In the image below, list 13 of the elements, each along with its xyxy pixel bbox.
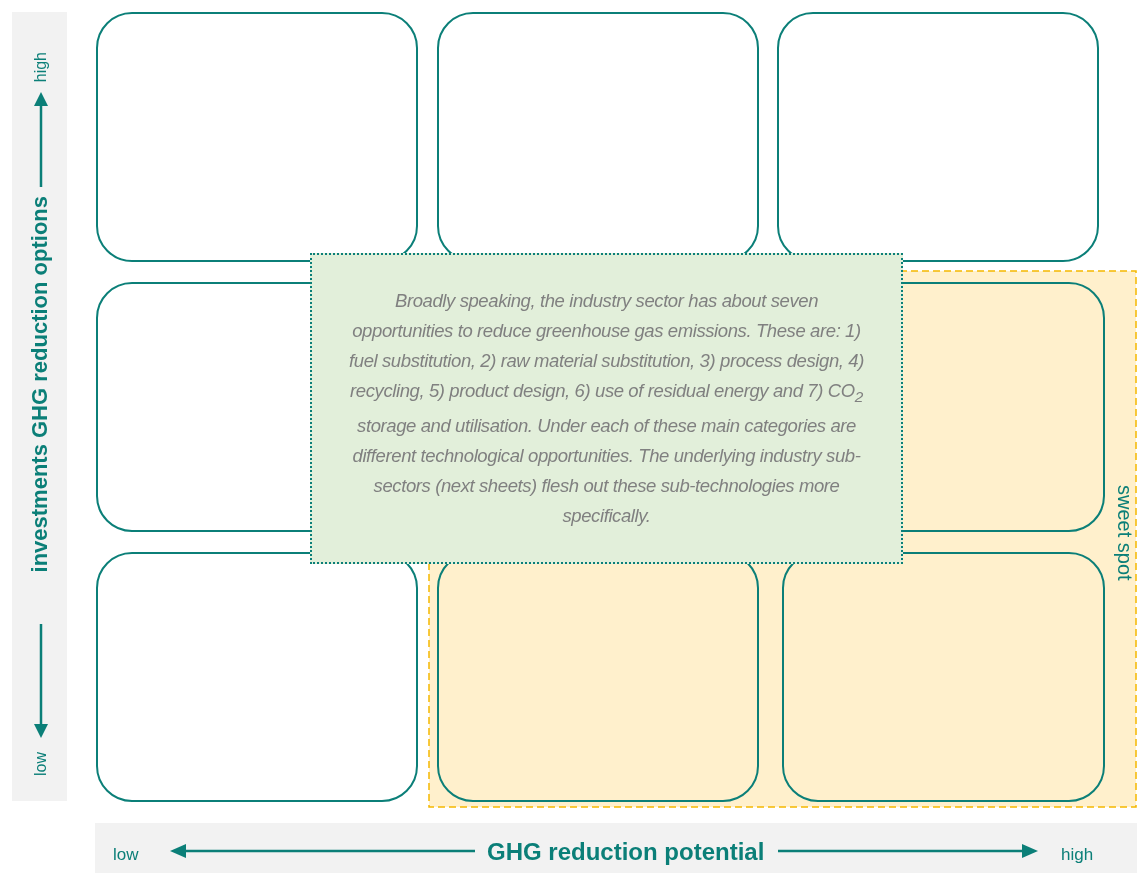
axis-label: low bbox=[113, 845, 139, 865]
note-tooltip bbox=[310, 253, 903, 564]
axis-label: GHG reduction potential bbox=[487, 838, 765, 866]
axis-label: investments GHG reduction options bbox=[27, 196, 53, 573]
note-text: Broadly speaking, the industry sector has about seven opportunities to reduce greenhouse gas emissions. These are: 1) fuel substitution, 2) raw material substitution, 3) process design, 4) recycling, 5) product design, 6) use of residual energy and 7) CO$_{2}$ storage and utilisation. Under each of these main categories are different technological opportunities. The underlying industry sub-sectors (next sheets) flesh out these sub-technologies more specifically. bbox=[348, 288, 865, 529]
rounded-box bbox=[96, 12, 418, 262]
axis-label: low bbox=[32, 752, 50, 776]
rounded-box bbox=[96, 552, 418, 802]
axis-label: high bbox=[1061, 845, 1094, 865]
rounded-box bbox=[777, 12, 1099, 262]
rounded-box bbox=[782, 552, 1105, 802]
axis-label: high bbox=[32, 52, 50, 83]
zone-label: sweet spot bbox=[1113, 485, 1136, 581]
